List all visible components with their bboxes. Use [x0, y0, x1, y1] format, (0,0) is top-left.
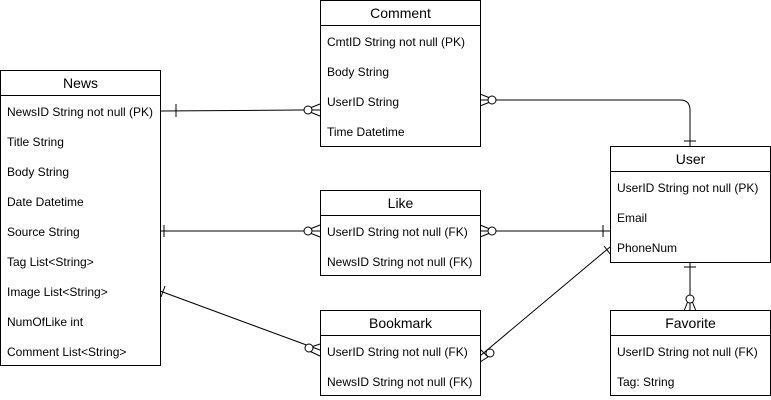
attribute: NumOfLike int — [7, 315, 84, 329]
attribute: UserID String — [327, 95, 400, 109]
attribute: Image List<String> — [7, 285, 108, 299]
attribute: Comment List<String> — [7, 345, 127, 359]
entity-comment: Comment CmtID String not null (PK) Body … — [320, 0, 481, 147]
entity-user: User UserID String not null (PK) Email P… — [610, 146, 771, 263]
rel-like-user — [479, 224, 610, 238]
rel-bookmark-user — [479, 245, 612, 363]
rel-user-favorite — [683, 263, 697, 312]
rel-news-bookmark — [159, 285, 321, 357]
attribute: UserID String not null (FK) — [327, 345, 468, 359]
rel-comment-user — [479, 93, 696, 147]
entity-user-title: User — [611, 147, 770, 172]
attribute: UserID String not null (PK) — [617, 181, 759, 195]
entity-bookmark: Bookmark UserID String not null (FK) New… — [320, 310, 481, 396]
entity-comment-title: Comment — [321, 1, 480, 26]
attribute: CmtID String not null (PK) — [327, 35, 466, 49]
attribute: UserID String not null (FK) — [617, 345, 758, 359]
attribute: NewsID String not null (FK) — [327, 375, 473, 389]
attribute: Source String — [7, 225, 80, 239]
entity-favorite: Favorite UserID String not null (FK) Tag… — [610, 310, 771, 396]
attribute: Tag List<String> — [7, 255, 94, 269]
entity-news: News NewsID String not null (PK) Title S… — [0, 70, 161, 366]
attribute: PhoneNum — [617, 241, 678, 255]
rel-news-comment — [159, 103, 321, 117]
attribute: Title String — [7, 135, 64, 149]
entity-like: Like UserID String not null (FK) NewsID … — [320, 190, 481, 276]
entity-favorite-title: Favorite — [611, 311, 770, 336]
attribute: Email — [617, 211, 648, 225]
attribute: Body String — [327, 65, 390, 79]
entity-like-title: Like — [321, 191, 480, 216]
attribute: NewsID String not null (FK) — [327, 255, 473, 269]
attribute: Tag: String — [617, 375, 675, 389]
attribute: Body String — [7, 165, 70, 179]
attribute: Time Datetime — [327, 125, 405, 139]
attribute: UserID String not null (FK) — [327, 225, 468, 239]
entity-news-title: News — [1, 71, 160, 96]
attribute: NewsID String not null (PK) — [7, 105, 154, 119]
entity-bookmark-title: Bookmark — [321, 311, 480, 336]
attribute: Date Datetime — [7, 195, 84, 209]
rel-news-like — [160, 224, 321, 238]
